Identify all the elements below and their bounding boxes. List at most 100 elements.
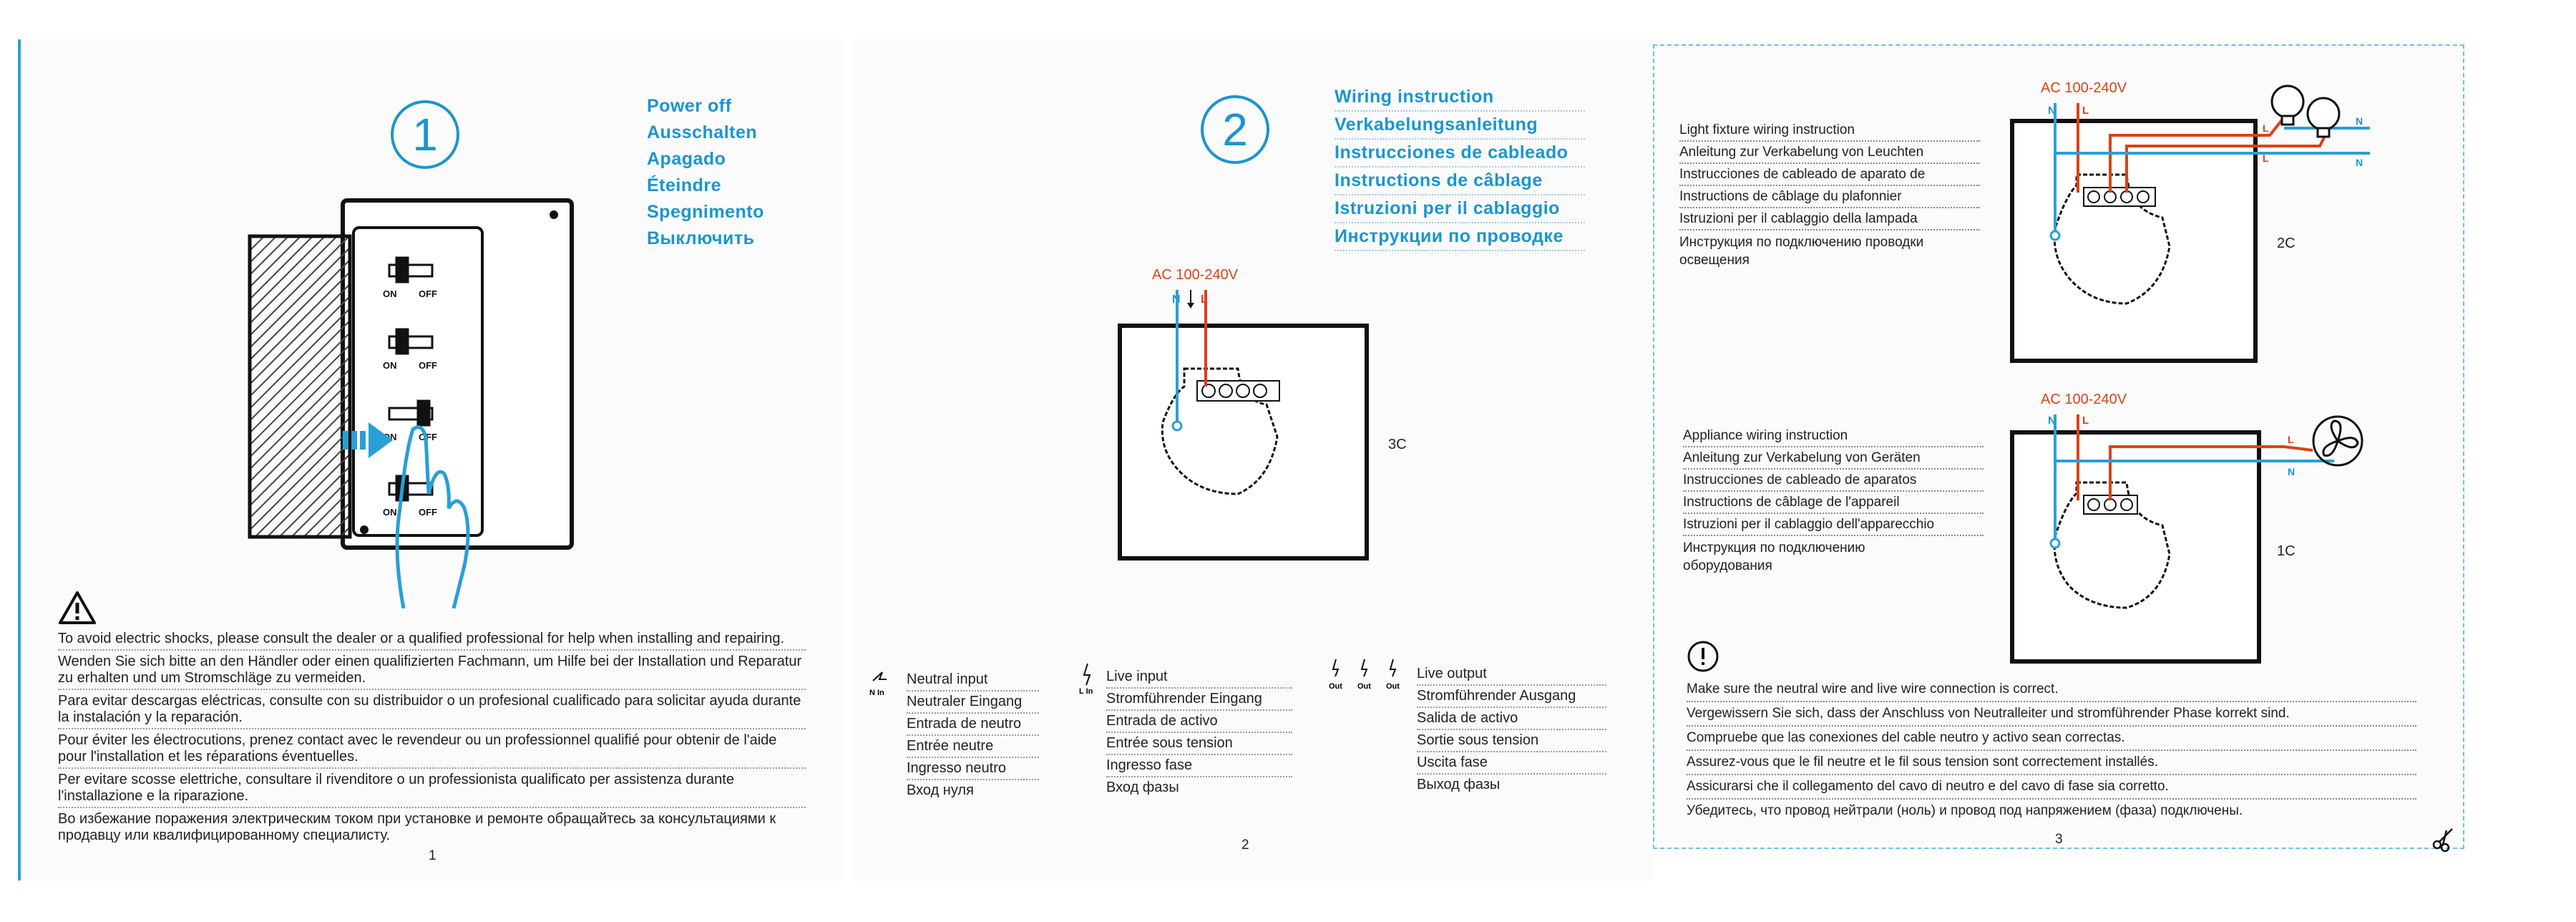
title-line: Выключить [647,228,755,248]
switch-off-label: OFF [419,507,437,518]
title-line: Ausschalten [647,122,758,142]
switch-off-label: OFF [419,432,437,442]
page-number: 3 [2055,832,2063,847]
legend-text: Entrada de neutro [907,714,1039,736]
title-line: Éteindre [647,175,722,195]
legend-text: Выход фазы [1417,777,1501,792]
title-line: Instrucciones de cableado de aparatos [1683,470,1984,492]
legend-text: Neutral input [907,669,1039,692]
title-line: Instrucciones de cableado de aparato de [1679,164,1980,186]
title-line: Instructions de câblage du plafonnier [1679,186,1980,208]
ac-voltage-label: AC 100-240V [2041,392,2127,407]
page-number: 2 [1241,838,1249,853]
legend-text: Ingresso neutro [907,758,1039,780]
page-number: 1 [429,848,436,863]
svg-text:L In: L In [1079,687,1093,695]
live-output-list: Live output Stromführender Ausgang Salid… [1417,664,1606,795]
ac-voltage-label: AC 100-240V [2041,80,2127,96]
connection-notes: Make sure the neutral wire and live wire… [1687,678,2416,822]
svg-text:Out: Out [1357,682,1371,691]
live-input-list: Live input Stromführender Eingang Entrad… [1106,666,1292,798]
title-line: Instructions de câblage [1335,168,1585,195]
warning-icon [59,591,96,624]
warning-line: To avoid electric shocks, please consult… [58,628,806,651]
live-output-icons: Out Out Out [1329,659,1400,691]
title-line: Wiring instruction [1335,84,1585,112]
power-off-titles: Power off Ausschalten Apagado Éteindre S… [647,93,764,252]
title-line: Istruzioni per il cablaggio [1335,195,1585,223]
model-label: 3C [1388,437,1407,452]
wiring-titles: Wiring instruction Verkabelungsanleitung… [1335,84,1585,251]
legend-text: Neutraler Eingang [907,692,1039,714]
neutral-input-list: Neutral input Neutraler Eingang Entrada … [907,669,1039,801]
title-line: Appliance wiring instruction [1683,425,1984,447]
warning-line: Во избежание поражения электрическим ток… [58,811,776,843]
ac-voltage-label: AC 100-240V [1152,267,1239,283]
model-label: 1C [2277,543,2296,559]
note-line: Compruebe que las conexiones del cable n… [1687,727,2416,751]
page-2: 2 Wiring instruction Verkabelungsanleitu… [852,39,1653,880]
live-input-icon: L In [1079,663,1093,695]
appliance-wiring-diagram-1c: AC 100-240V N L L N [2010,392,2363,664]
legend-text: Entrée neutre [907,736,1039,758]
svg-text:L: L [2082,105,2089,117]
warning-line: Per evitare scosse elettriche, consultar… [58,769,806,808]
legend-text: Вход нуля [907,782,974,798]
title-line: Apagado [647,149,726,169]
appliance-wiring-titles: Appliance wiring instruction Anleitung z… [1683,425,1984,575]
fan-icon [2312,415,2363,467]
note-line: Make sure the neutral wire and live wire… [1687,678,2416,702]
legend-text: Entrada de activo [1106,711,1292,733]
title-line: Power off [647,96,732,116]
legend-text: Salida de activo [1417,708,1606,730]
breaker-box-illustration: ON OFF ON OFF ON OFF ON OFF [248,198,574,608]
title-line: Verkabelungsanleitung [1335,112,1585,140]
svg-text:N: N [2356,157,2363,168]
warning-line: Wenden Sie sich bitte an den Händler ode… [58,651,806,690]
note-line: Assurez-vous que le fil neutre et le fil… [1687,751,2416,775]
warning-line: Para evitar descargas eléctricas, consul… [58,690,806,729]
wiring-diagram-3c: AC 100-240V N L [1118,267,1369,561]
info-alert-icon [1687,641,1719,672]
legend-text: Вход фазы [1106,780,1179,795]
title-line: Инструкция по подключению оборудования [1683,540,1865,573]
svg-text:Out: Out [1329,682,1342,691]
switch-off-label: OFF [419,288,437,299]
switch-off-label: OFF [419,360,437,371]
light-wiring-titles: Light fixture wiring instruction Anleitu… [1679,120,1980,269]
scissors-icon [2432,828,2453,852]
model-label: 2C [2277,236,2296,251]
warning-line: Pour éviter les électrocutions, prenez c… [58,729,806,769]
switch-on-label: ON [383,507,397,518]
legend-text: Ingresso fase [1106,755,1292,777]
note-line: Vergewissern Sie sich, dass der Anschlus… [1687,702,2416,727]
title-line: Инструкции по проводке [1335,223,1585,251]
note-line: Assicurarsi che il collegamento del cavo… [1687,775,2416,800]
legend-text: Stromführender Ausgang [1417,686,1606,708]
title-line: Anleitung zur Verkabelung von Geräten [1683,447,1984,470]
svg-text:L: L [2082,414,2089,427]
svg-text:N: N [2288,466,2295,477]
svg-text:L: L [2263,152,2269,164]
page-3: Light fixture wiring instruction Anleitu… [1653,44,2464,852]
legend-text: Live input [1106,666,1292,689]
switch-on-label: ON [383,288,397,299]
svg-text:N: N [2048,105,2056,117]
title-line: Istruzioni per il cablaggio dell'apparec… [1683,514,1984,536]
legend-text: Stromführender Eingang [1106,689,1292,711]
svg-text:N: N [2356,115,2363,127]
legend-text: Sortie sous tension [1417,730,1606,752]
svg-text:L: L [2263,122,2269,134]
light-bulb-icon [2270,84,2341,138]
warning-text-block: To avoid electric shocks, please consult… [58,628,806,846]
switch-on-label: ON [383,360,397,371]
step-number: 1 [391,100,459,169]
light-wiring-diagram-2c: AC 100-240V N L N N L L [2010,80,2370,363]
title-line: Instrucciones de cableado [1335,140,1585,168]
svg-text:N In: N In [869,689,884,697]
svg-text:Out: Out [1386,682,1400,691]
page-1: 1 Power off Ausschalten Apagado Éteindre… [18,39,844,880]
title-line: Anleitung zur Verkabelung von Leuchten [1679,142,1980,164]
title-line: Spegnimento [647,202,764,222]
svg-text:N: N [2048,414,2056,427]
